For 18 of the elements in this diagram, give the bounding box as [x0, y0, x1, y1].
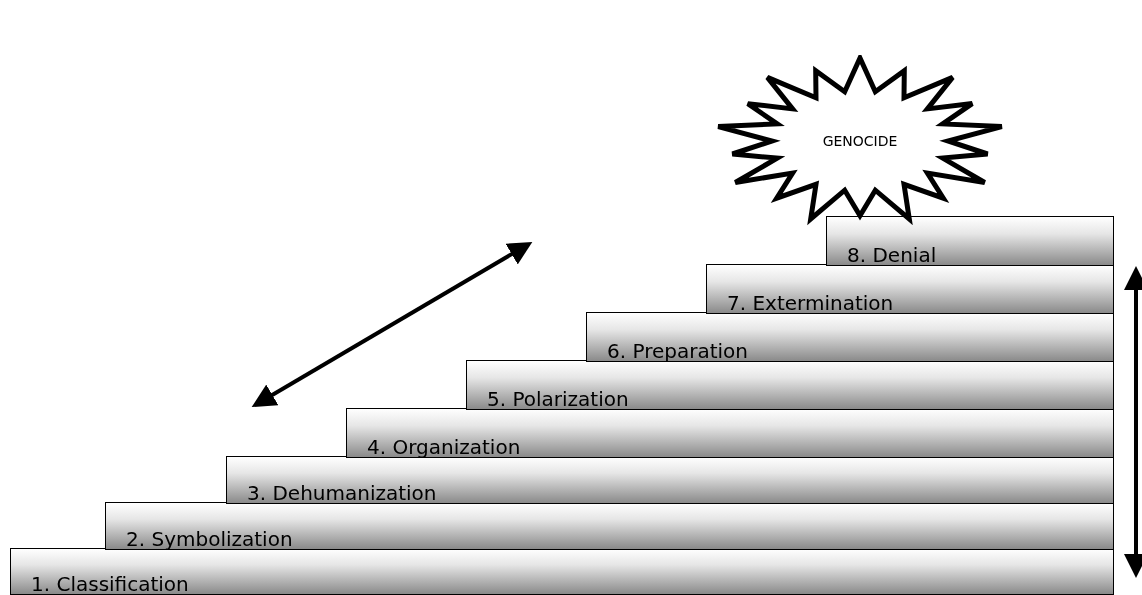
stair-step: [706, 264, 1114, 314]
step-label: 4. Organization: [367, 435, 521, 459]
starburst-label: GENOCIDE: [821, 133, 899, 149]
step-label: 5. Polarization: [487, 387, 629, 411]
stair-step: [10, 548, 1114, 595]
stair-step: [346, 408, 1114, 458]
stair-step: [226, 456, 1114, 504]
stair-step: [826, 216, 1114, 266]
step-label: 2. Symbolization: [126, 527, 293, 551]
stair-step: [586, 312, 1114, 362]
step-label: 6. Preparation: [607, 339, 748, 363]
stair-step: [466, 360, 1114, 410]
step-label: 8. Denial: [847, 243, 937, 267]
step-label: 1. Classification: [31, 572, 189, 595]
stair-step: [105, 502, 1114, 550]
step-label: 7. Extermination: [727, 291, 894, 315]
double-arrow: [1124, 266, 1142, 578]
step-label: 3. Dehumanization: [247, 481, 437, 505]
